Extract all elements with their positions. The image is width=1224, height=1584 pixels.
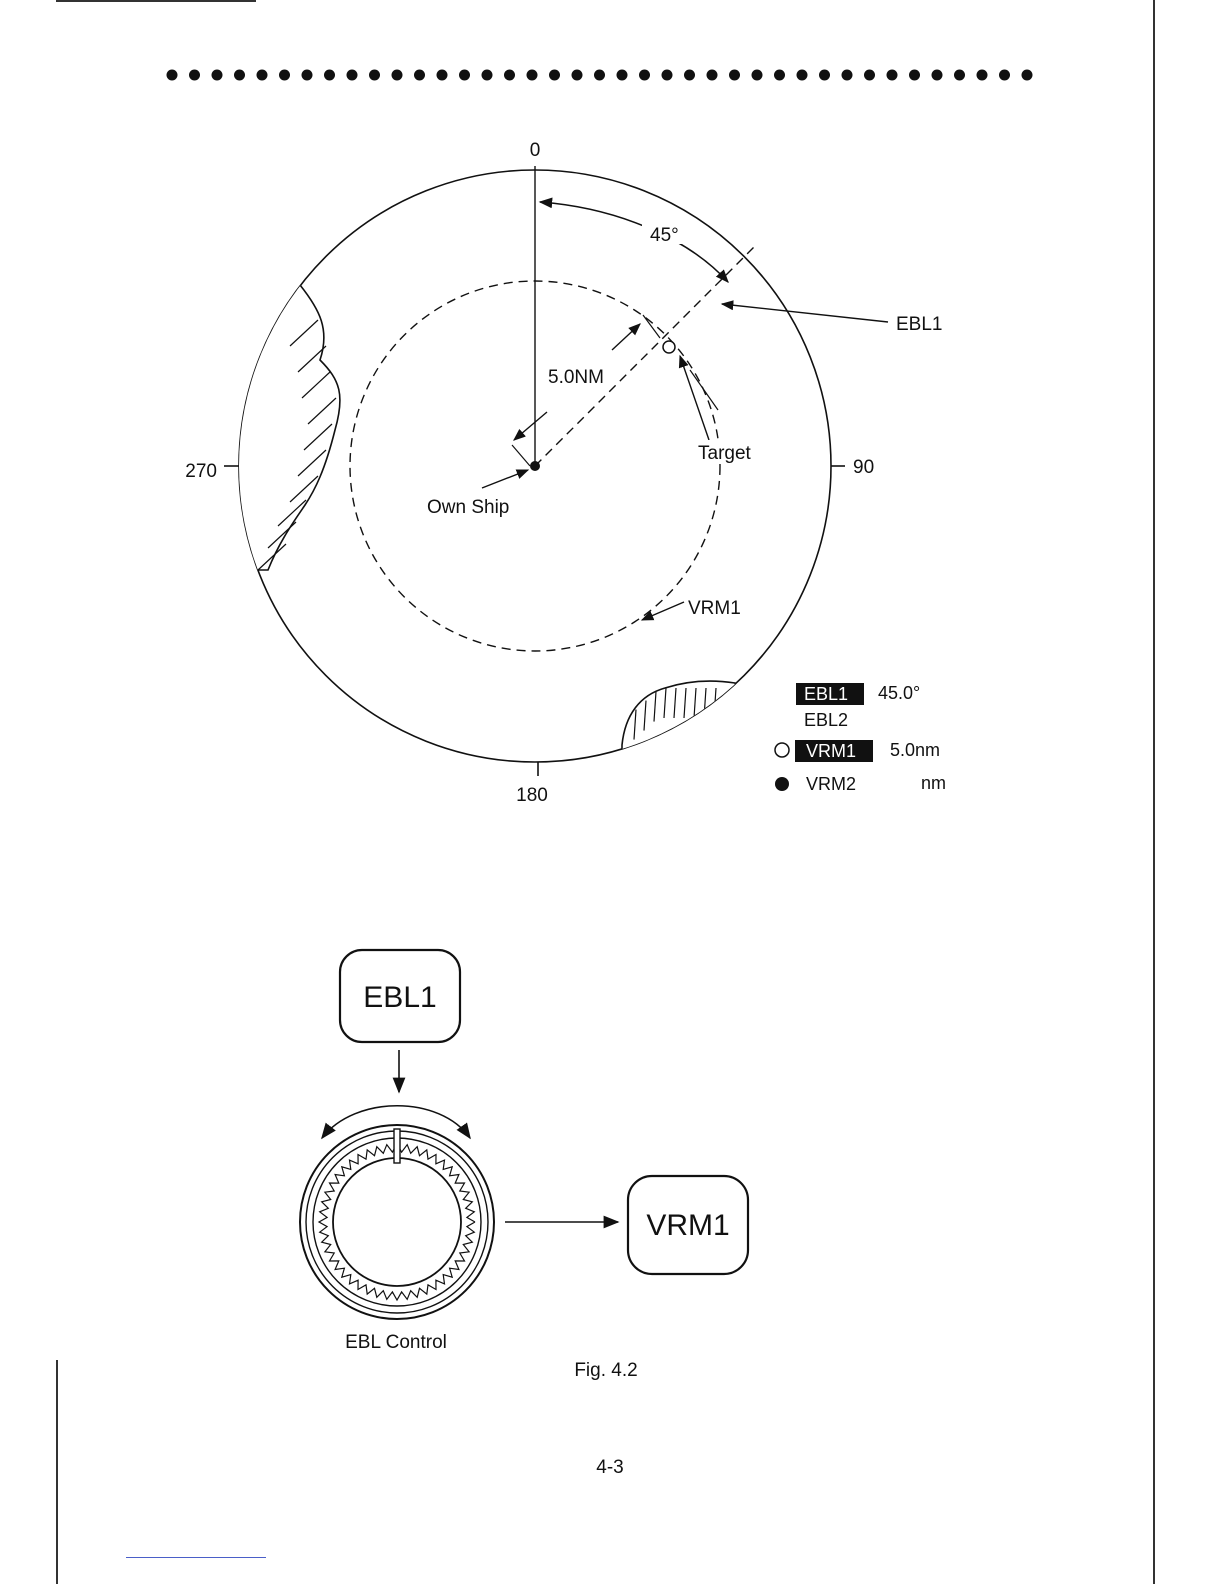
- header-dot: [257, 70, 268, 81]
- figure-caption: Fig. 4.2: [540, 1360, 672, 1382]
- vrm1-button-label: VRM1: [646, 1209, 729, 1242]
- knob-label: EBL Control: [345, 1332, 447, 1353]
- vrm2-readout-value: nm: [921, 773, 946, 793]
- header-dot: [842, 70, 853, 81]
- header-dot: [302, 70, 313, 81]
- header-dot: [707, 70, 718, 81]
- header-dot: [369, 70, 380, 81]
- page-number: 4-3: [570, 1457, 650, 1479]
- header-dot: [684, 70, 695, 81]
- top-left-rule: [56, 0, 256, 2]
- header-dot: [909, 70, 920, 81]
- vrm2-filled-marker: [775, 777, 789, 791]
- radar-diagram: 0 90 180 270 45° EBL1 5.0NM Target Own S…: [0, 120, 1224, 840]
- header-dot: [954, 70, 965, 81]
- knob-index-mark: [394, 1129, 400, 1163]
- header-dot: [774, 70, 785, 81]
- range-dimension-tick-inner: [512, 445, 530, 466]
- vrm1-readout-value: 5.0nm: [890, 740, 940, 760]
- dotted-header-rule: [0, 60, 1224, 90]
- header-dot: [347, 70, 358, 81]
- range-dimension-tick-outer: [643, 315, 660, 338]
- vrm2-readout-label: VRM2: [806, 774, 856, 794]
- ebl2-readout-label: EBL2: [804, 710, 848, 730]
- own-ship-marker: [530, 461, 540, 471]
- vrm1-pointer-label: VRM1: [688, 598, 741, 619]
- bearing-label-270: 270: [185, 461, 217, 482]
- vrm1-readout-label: VRM1: [806, 741, 856, 761]
- header-dot: [279, 70, 290, 81]
- header-dot: [932, 70, 943, 81]
- header-dot: [1022, 70, 1033, 81]
- vrm1-pointer-arrow: [642, 602, 684, 620]
- ebl1-button-label: EBL1: [363, 981, 436, 1014]
- land-mass-south: [622, 681, 760, 760]
- range-arrow-inner: [514, 412, 547, 440]
- target-marker: [663, 341, 675, 353]
- header-dot: [527, 70, 538, 81]
- target-label: Target: [698, 443, 752, 464]
- target-echo-line: [690, 370, 718, 410]
- header-dot: [167, 70, 178, 81]
- header-dot: [594, 70, 605, 81]
- ebl1-line: [535, 246, 755, 466]
- header-dot: [459, 70, 470, 81]
- header-dot: [392, 70, 403, 81]
- header-dot: [977, 70, 988, 81]
- own-ship-pointer-arrow: [482, 470, 528, 488]
- angle-arc: [540, 202, 728, 282]
- header-dot: [752, 70, 763, 81]
- header-dot: [189, 70, 200, 81]
- header-dot: [819, 70, 830, 81]
- header-dot: [999, 70, 1010, 81]
- own-ship-label: Own Ship: [427, 497, 509, 518]
- ebl-control-knob[interactable]: [300, 1125, 494, 1319]
- range-label: 5.0NM: [548, 367, 604, 388]
- bearing-label-90: 90: [853, 457, 874, 478]
- target-pointer-arrow: [680, 356, 709, 440]
- bearing-label-180: 180: [516, 785, 548, 806]
- bottom-left-rule: [126, 1557, 266, 1558]
- ebl1-readout-label: EBL1: [804, 684, 848, 704]
- header-dot: [729, 70, 740, 81]
- range-arrow-outer: [612, 324, 640, 350]
- land-mass-west: [200, 285, 340, 570]
- header-dot: [572, 70, 583, 81]
- header-dot: [324, 70, 335, 81]
- bearing-label-0: 0: [530, 140, 541, 161]
- header-dot: [482, 70, 493, 81]
- angle-label: 45°: [650, 225, 679, 246]
- left-margin-rule: [56, 1360, 58, 1584]
- header-dot: [437, 70, 448, 81]
- header-dot: [549, 70, 560, 81]
- header-dot: [864, 70, 875, 81]
- ebl1-readout-value: 45.0°: [878, 683, 920, 703]
- ebl1-pointer-arrow: [722, 304, 888, 322]
- readout-panel: EBL1 45.0° EBL2 VRM1 5.0nm VRM2 nm: [775, 683, 946, 794]
- control-flow-diagram: EBL1 EBL Control VRM1: [0, 940, 1224, 1360]
- header-dot: [504, 70, 515, 81]
- header-dot: [234, 70, 245, 81]
- vrm1-button[interactable]: VRM1: [628, 1176, 748, 1274]
- ebl1-button[interactable]: EBL1: [340, 950, 460, 1042]
- header-dot: [617, 70, 628, 81]
- ebl1-pointer-label: EBL1: [896, 314, 942, 335]
- vrm1-hollow-marker: [775, 743, 789, 757]
- header-dot: [639, 70, 650, 81]
- header-dot: [887, 70, 898, 81]
- header-dot: [662, 70, 673, 81]
- header-dot: [212, 70, 223, 81]
- header-dot: [797, 70, 808, 81]
- header-dot: [414, 70, 425, 81]
